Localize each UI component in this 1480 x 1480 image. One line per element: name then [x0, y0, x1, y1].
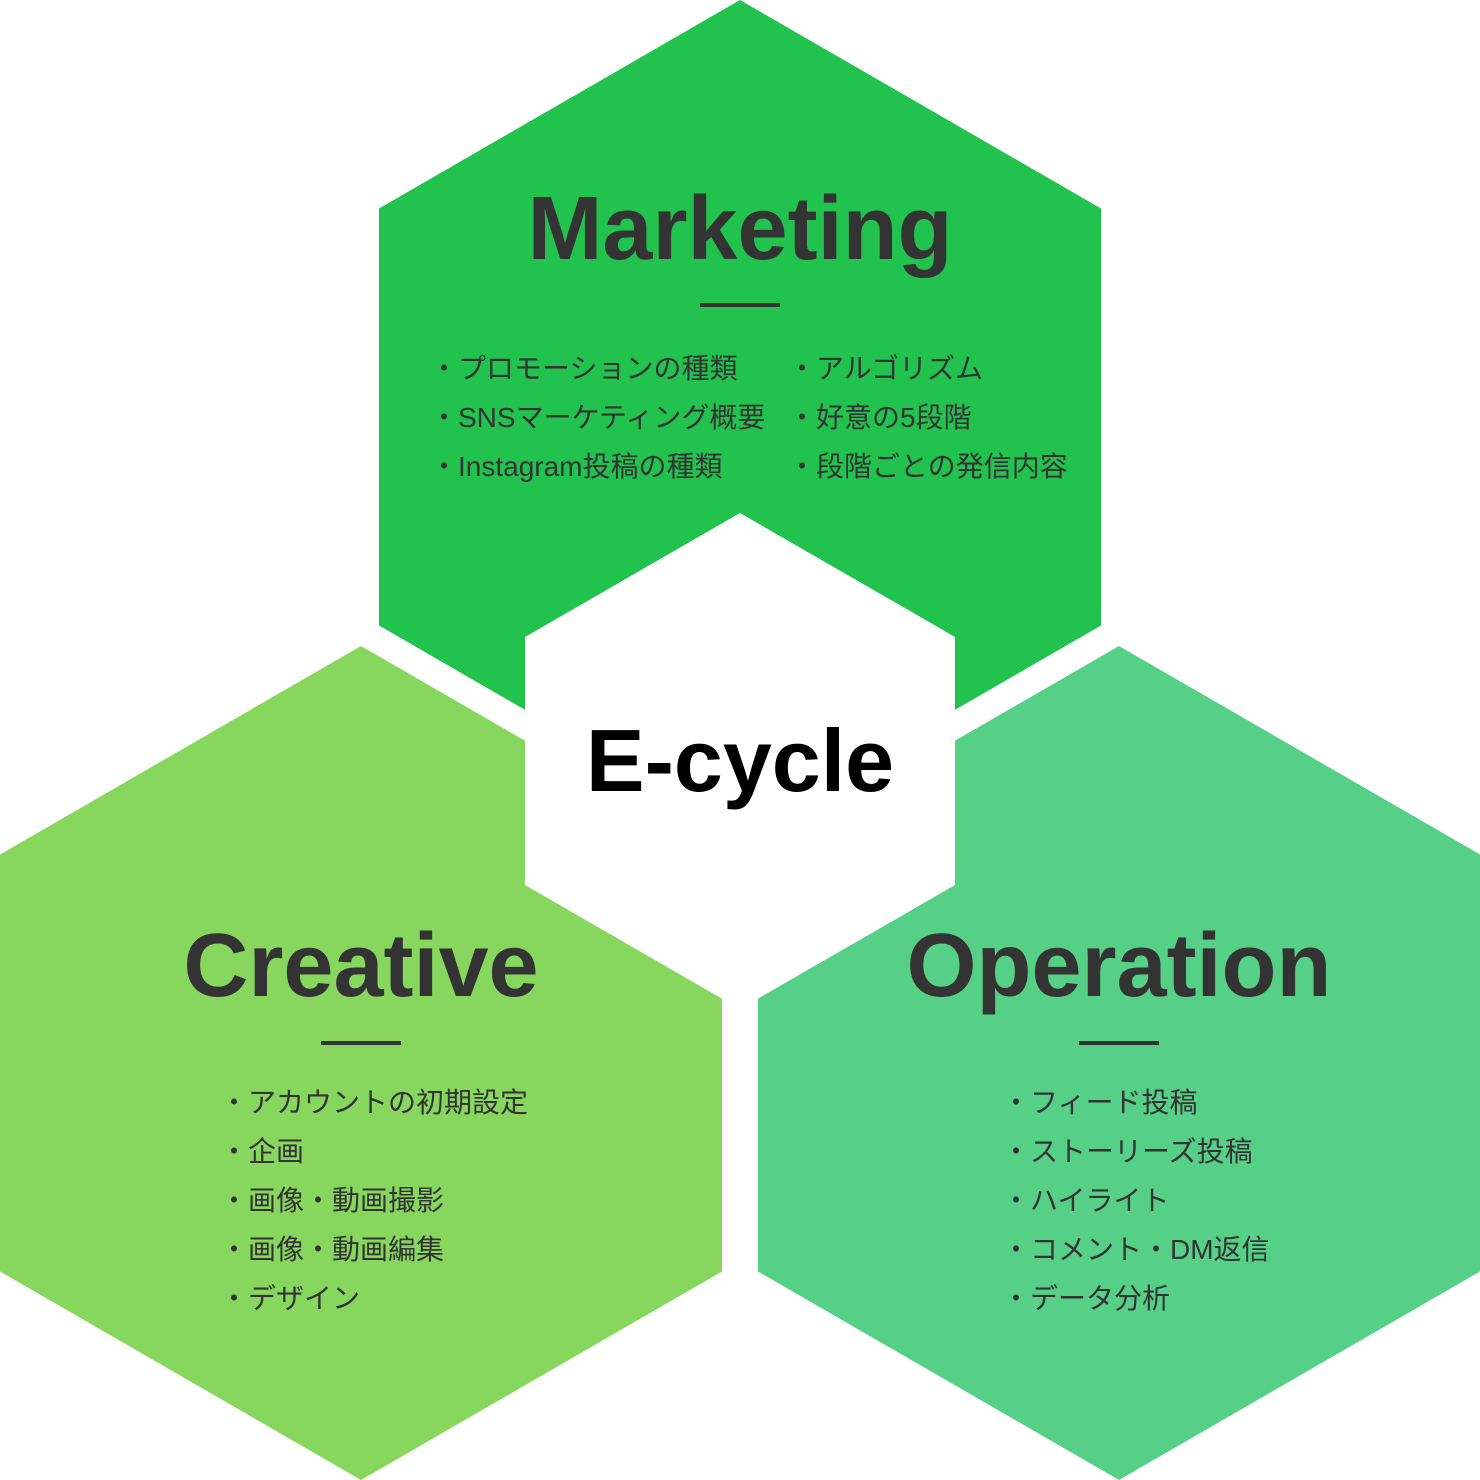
list-item: ・デザイン [220, 1283, 361, 1314]
marketing-title: Marketing [527, 179, 953, 279]
list-item: ・ストーリーズ投稿 [1002, 1136, 1253, 1167]
list-item: ・画像・動画編集 [220, 1234, 445, 1265]
list-item: ・フィード投稿 [1002, 1087, 1198, 1118]
marketing-items-right: ・アルゴリズム ・好意の5段階 ・段階ごとの発信内容 [788, 344, 1068, 491]
operation-items: ・フィード投稿 ・ストーリーズ投稿 ・ハイライト ・コメント・DM返信 ・データ… [1002, 1078, 1270, 1323]
list-item: ・ハイライト [1002, 1185, 1170, 1216]
list-item: ・プロモーションの種類 [430, 353, 738, 384]
creative-title-divider [321, 1041, 401, 1045]
list-item: ・段階ごとの発信内容 [788, 451, 1068, 482]
marketing-items-left: ・プロモーションの種類 ・SNSマーケティング概要 ・Instagram投稿の種… [430, 344, 765, 491]
operation-title: Operation [906, 916, 1332, 1016]
list-item: ・アカウントの初期設定 [220, 1087, 529, 1118]
list-item: ・コメント・DM返信 [1002, 1234, 1270, 1265]
list-item: ・Instagram投稿の種類 [430, 451, 723, 482]
center-hexagon: E-cycle [525, 513, 955, 1009]
list-item: ・画像・動画撮影 [220, 1185, 445, 1216]
list-item: ・SNSマーケティング概要 [430, 402, 766, 433]
creative-items: ・アカウントの初期設定 ・企画 ・画像・動画撮影 ・画像・動画編集 ・デザイン [220, 1078, 528, 1323]
operation-title-divider [1079, 1041, 1159, 1045]
creative-title: Creative [183, 916, 539, 1016]
marketing-title-divider [700, 303, 780, 307]
list-item: ・データ分析 [1002, 1283, 1171, 1314]
center-label: E-cycle [585, 711, 895, 810]
list-item: ・企画 [220, 1136, 305, 1167]
list-item: ・好意の5段階 [788, 402, 972, 433]
list-item: ・アルゴリズム [788, 353, 984, 384]
